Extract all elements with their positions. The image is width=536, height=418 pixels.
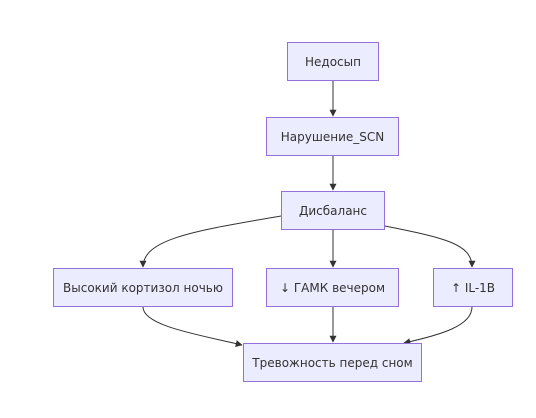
node-label: Высокий кортизол ночью: [63, 280, 223, 295]
node-label: ↓ ГАМК вечером: [279, 280, 386, 295]
node-high-cortisol: Высокий кортизол ночью: [53, 268, 233, 307]
node-label: Дисбаланс: [299, 203, 367, 218]
node-sleep-deprivation: Недосып: [287, 42, 379, 81]
node-label: Недосып: [305, 54, 361, 69]
edge-imbalance-to-il1b: [384, 225, 476, 268]
edge-cortisol-to-anxiety: [142, 306, 243, 347]
node-high-il1b: ↑ IL-1B: [433, 268, 513, 307]
edge-imbalance-to-cortisol: [139, 215, 282, 268]
node-low-gaba: ↓ ГАМК вечером: [266, 268, 399, 307]
node-imbalance: Дисбаланс: [281, 191, 385, 230]
node-scn-disruption: Нарушение_SCN: [266, 117, 399, 156]
edge-il1b-to-anxiety: [403, 306, 473, 346]
node-label: Тревожность перед сном: [252, 355, 413, 370]
node-label: ↑ IL-1B: [450, 280, 496, 295]
node-label: Нарушение_SCN: [280, 129, 385, 144]
node-anxiety-before-sleep: Тревожность перед сном: [243, 343, 422, 382]
